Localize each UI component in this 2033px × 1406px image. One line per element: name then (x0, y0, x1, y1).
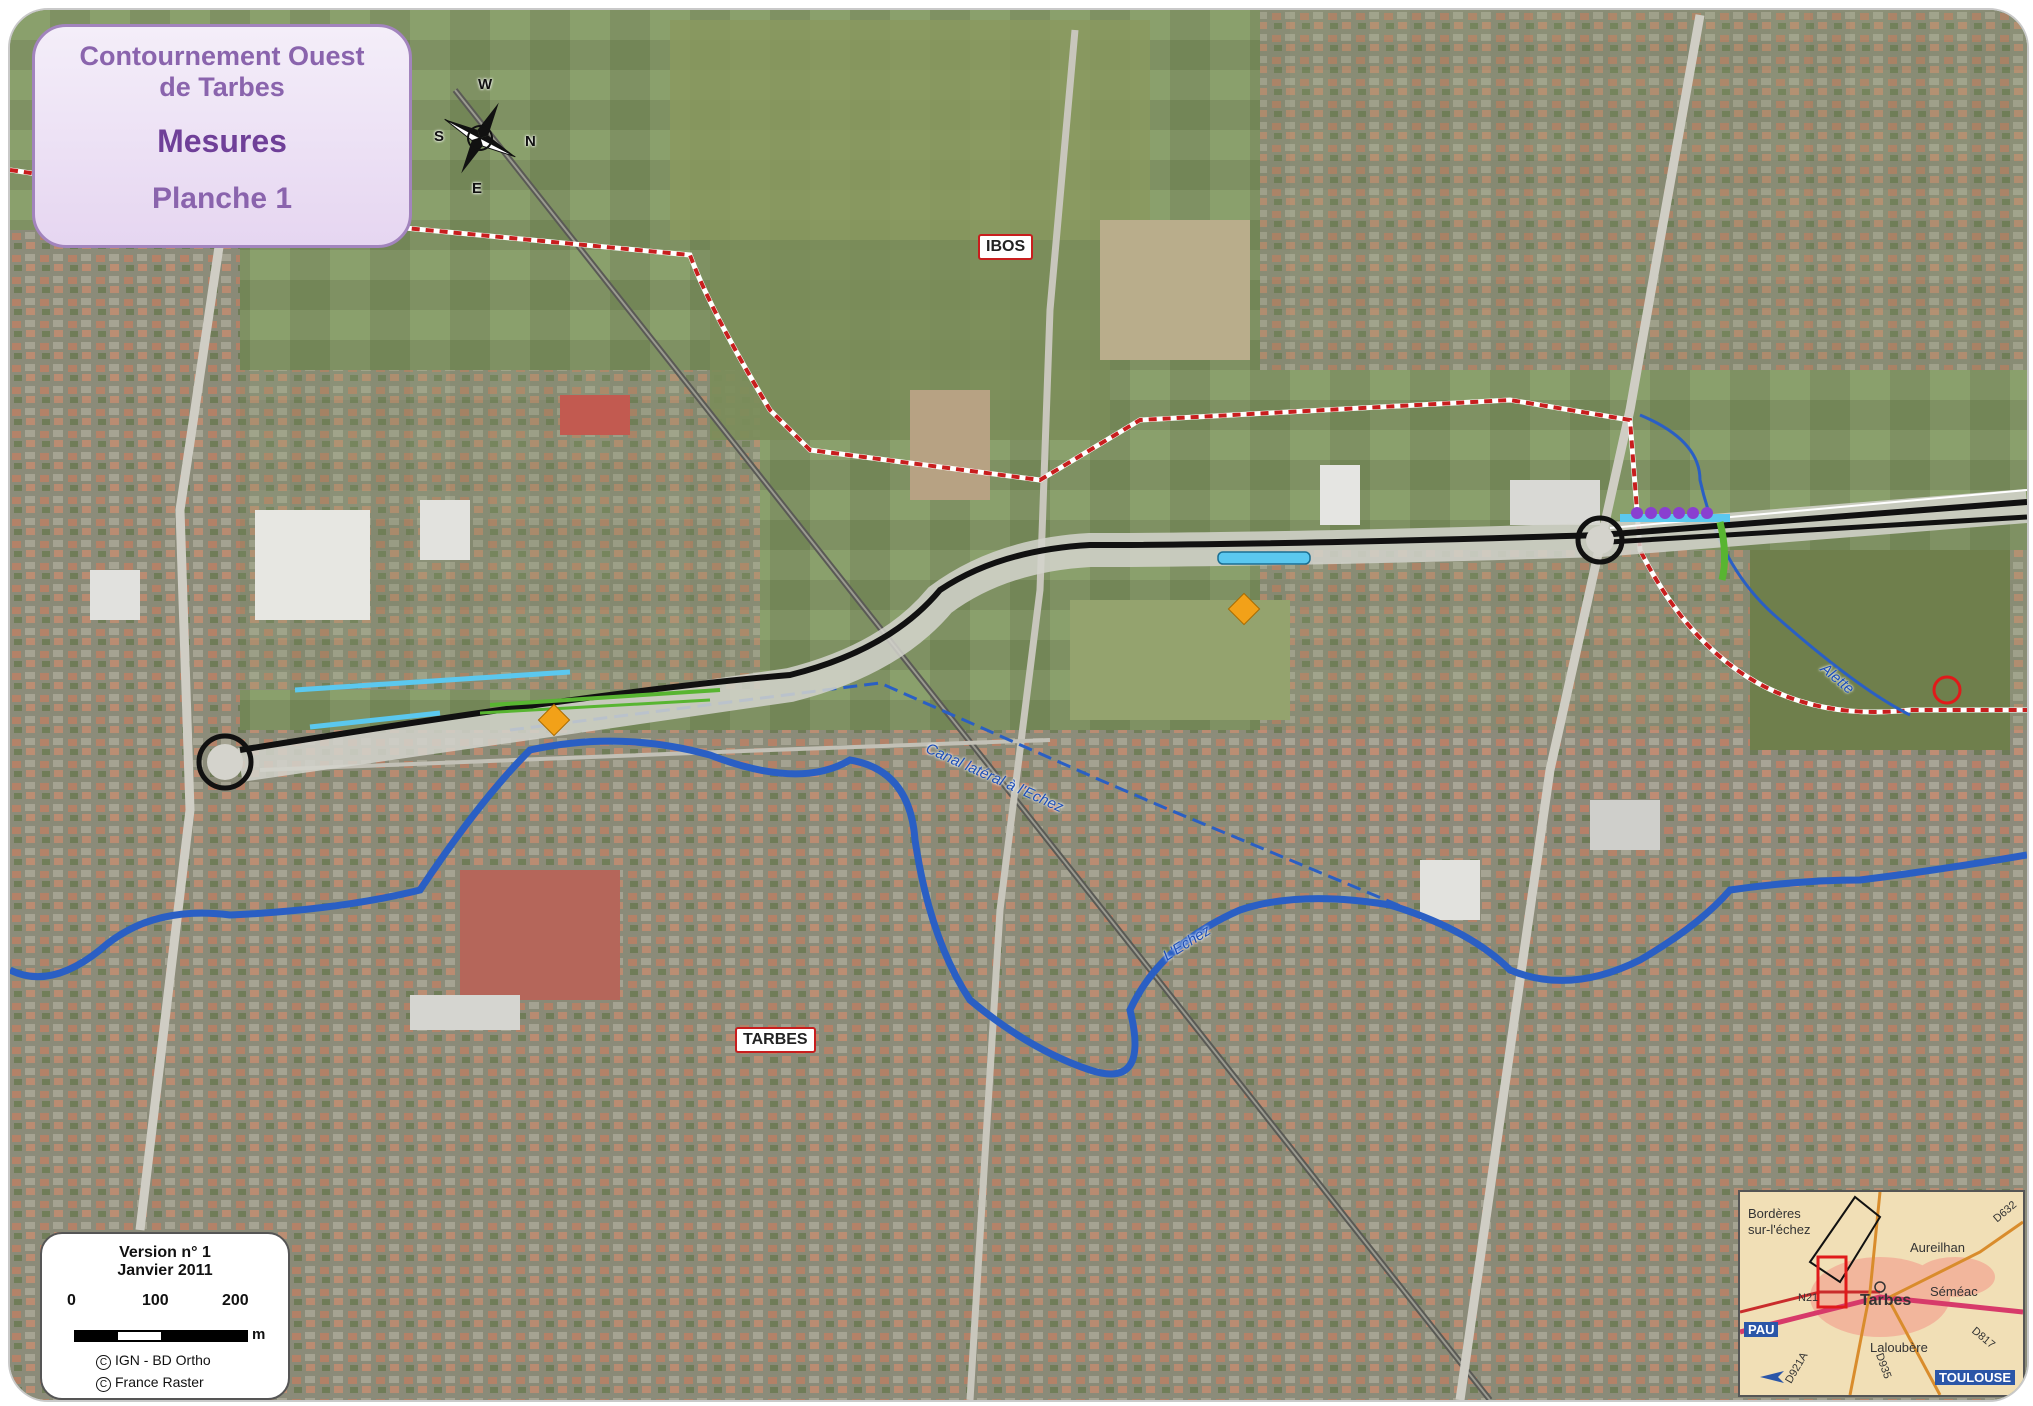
place-label-ibos[interactable]: IBOS (978, 234, 1034, 260)
inset-label-aureilhan: Aureilhan (1910, 1240, 1965, 1255)
inset-canvas (1740, 1192, 2023, 1395)
purple-measure (1631, 507, 1713, 519)
compass-s: S (434, 128, 445, 145)
map-title-box: Contournement Ouest de Tarbes Mesures Pl… (32, 24, 412, 248)
scale-tick-100: 100 (142, 1292, 169, 1309)
scale-unit: m (252, 1326, 266, 1343)
inset-label-tarbes: Tarbes (1860, 1292, 1912, 1309)
red-circle-marker (1932, 675, 1962, 705)
inset-label-n21: N21 (1798, 1292, 1819, 1304)
title-line-1: Contournement Ouest (79, 41, 365, 71)
credit-raster: C France Raster (96, 1374, 204, 1392)
inset-label-pau: PAU (1744, 1322, 1779, 1337)
version-number: Version n° 1 (119, 1244, 211, 1261)
inset-label-sur-echez: sur-l'échez (1748, 1222, 1811, 1237)
airport-icon (1760, 1371, 1784, 1383)
credit-ign-text: IGN - BD Ortho (115, 1352, 211, 1368)
aerial-map[interactable]: S N W E Contournement Ouest de Tarbes Me… (8, 8, 2029, 1402)
inset-label-borderes: Bordères (1748, 1206, 1801, 1221)
echez-river (10, 737, 2027, 1078)
scale-tick-200: 200 (222, 1292, 249, 1309)
inset-label-laloubere: Laloubère (1870, 1340, 1928, 1355)
credit-raster-text: France Raster (115, 1374, 204, 1390)
copyright-icon: C (96, 1355, 111, 1370)
roundabout-west (196, 733, 254, 791)
location-inset-map[interactable]: Bordères sur-l'échez Aureilhan Séméac Ta… (1738, 1190, 2025, 1397)
compass-e: E (472, 180, 483, 197)
compass-n: N (525, 133, 536, 150)
title-main: Mesures (157, 123, 287, 159)
inset-label-semeac: Séméac (1930, 1284, 1978, 1299)
credit-ign: C IGN - BD Ortho (96, 1352, 211, 1370)
inset-label-toulouse: TOULOUSE (1935, 1370, 2015, 1385)
title-sub: Planche 1 (151, 182, 293, 215)
scale-tick-0: 0 (67, 1292, 76, 1309)
scale-bar (74, 1330, 248, 1342)
roundabout-east (1575, 515, 1625, 565)
version-date: Janvier 2011 (117, 1262, 213, 1279)
scale-tick-labels: 0 100 200 (42, 1292, 288, 1312)
title-line-2: de Tarbes (159, 72, 285, 102)
orange-marker-west (537, 703, 571, 737)
place-label-tarbes[interactable]: TARBES (735, 1027, 816, 1053)
orange-marker-east (1227, 592, 1261, 626)
compass-w: W (478, 76, 493, 93)
compass-rose (444, 102, 516, 174)
copyright-icon: C (96, 1377, 111, 1392)
